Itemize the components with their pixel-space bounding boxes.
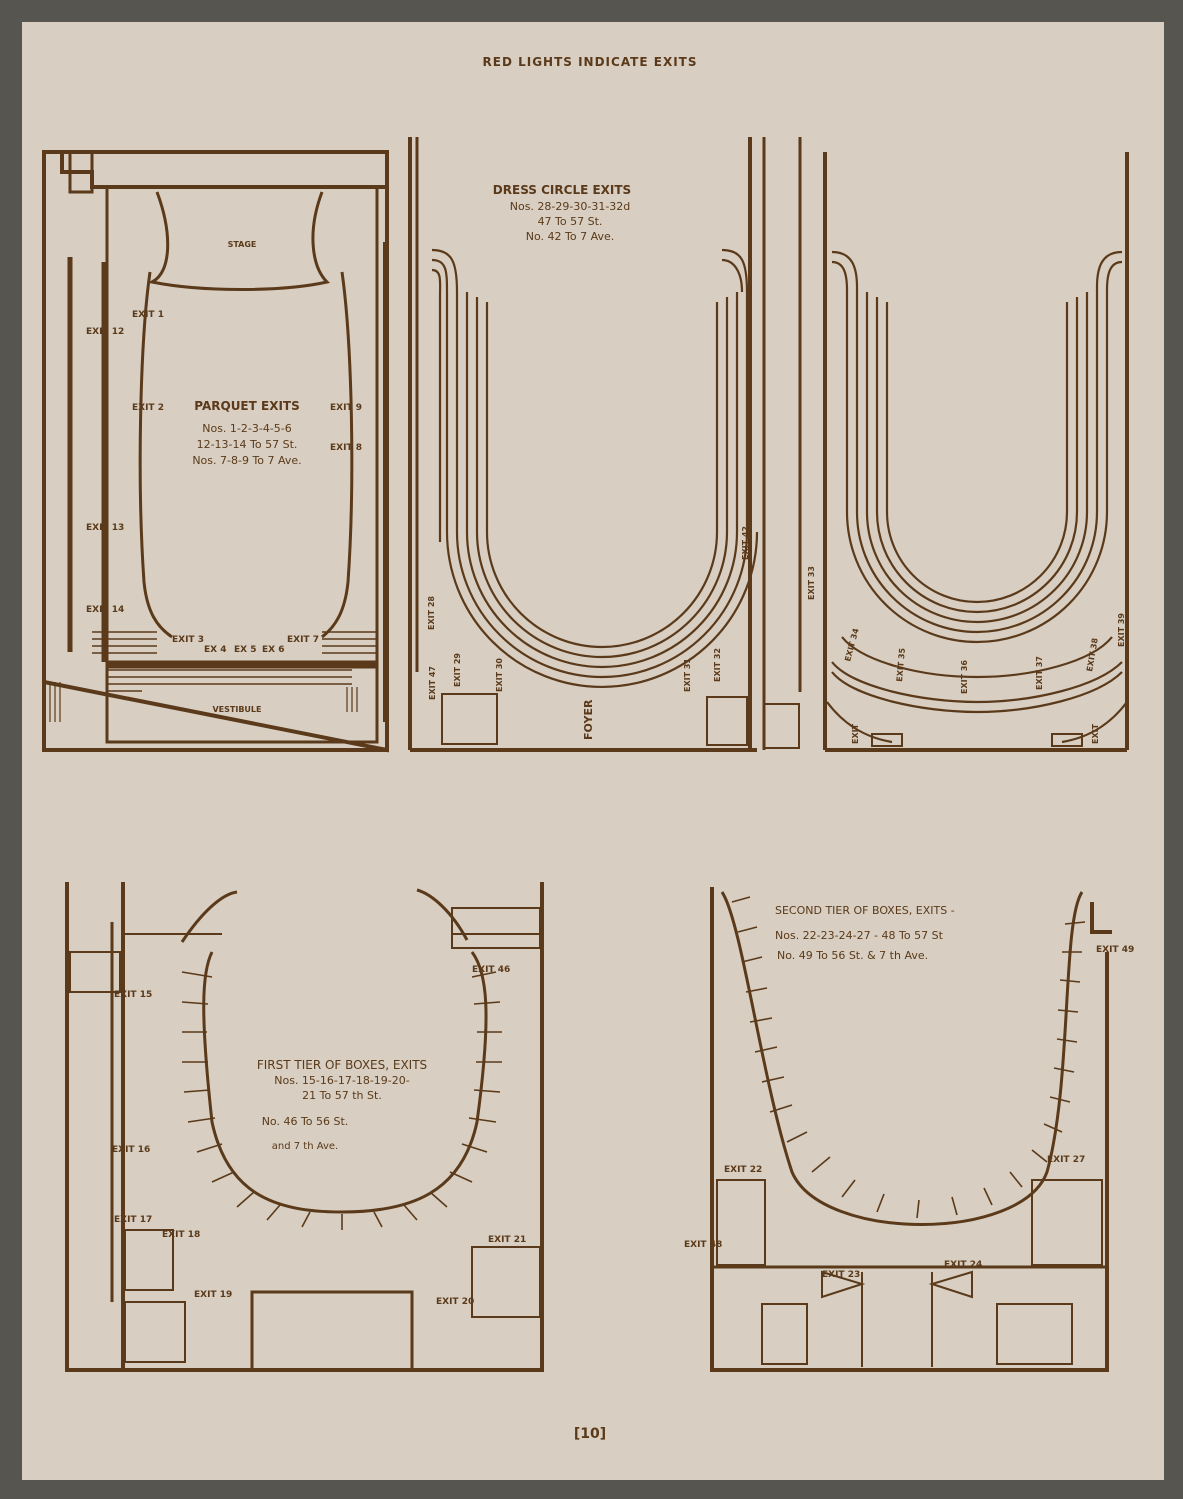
program-page: RED LIGHTS INDICATE EXITS STAGE VESTIB [22,22,1164,1480]
first-tier-title: FIRST TIER OF BOXES, EXITS [257,1058,427,1072]
exit-label: EXIT 38 [1085,637,1100,672]
exit-label: EXIT 33 [807,566,816,600]
exit-label: EXIT 27 [1047,1155,1085,1165]
first-tier-line-1: Nos. 15-16-17-18-19-20- [274,1074,410,1087]
second-tier-title: SECOND TIER OF BOXES, EXITS - [775,904,955,917]
exit-label: EXIT 19 [194,1290,232,1300]
exit-label: EX 6 [262,645,284,655]
exit-label: EXIT 46 [472,965,510,975]
exit-label: EXIT 28 [427,596,436,630]
exit-label: EXIT 3 [172,635,204,645]
exit-label: EXIT 13 [86,523,124,533]
stair-block [451,907,541,949]
first-tier-line-3: No. 46 To 56 St. [262,1115,349,1128]
parquet-line-2: 12-13-14 To 57 St. [197,438,298,451]
parquet-line-3: Nos. 7-8-9 To 7 Ave. [192,454,301,467]
lobby-block [250,1290,414,1372]
exit-label: EXIT 7 [287,635,319,645]
vestibule-area [105,665,379,744]
exit-label: EX 5 [234,645,256,655]
exit-label: EXIT 30 [495,658,504,692]
exit-label: EXIT 1 [132,310,164,320]
exit-label: EXIT 18 [162,1230,200,1240]
stair-block [69,951,121,993]
dress-circle-line-1: Nos. 28-29-30-31-32d [510,200,631,213]
stair-block [871,733,903,747]
exit-label: EXIT 48 [684,1240,722,1250]
exit-label: EXIT 37 [1035,656,1044,690]
floor-plans: RED LIGHTS INDICATE EXITS STAGE VESTIB [42,55,1134,1442]
exit-label: EXIT 32 [713,648,722,682]
first-tier-line-4: and 7 th Ave. [272,1141,338,1152]
exit-label: EXIT [851,723,860,744]
parquet-title: PARQUET EXITS [194,399,299,413]
exit-label: EXIT 47 [428,666,437,700]
exit-label: EXIT 23 [822,1270,860,1280]
page-number: [10] [574,1426,606,1442]
stair-block [68,150,94,194]
exit-label: EXIT 29 [453,653,462,687]
exit-label: EXIT 2 [132,403,164,413]
exit-label: EXIT 39 [1117,613,1126,647]
exit-label: EXIT 16 [112,1145,150,1155]
exit-label: EXIT 22 [724,1165,762,1175]
stage-label: STAGE [228,240,257,249]
vestibule-label: VESTIBULE [212,705,261,714]
stair-block [471,1246,541,1318]
box-ring [202,951,488,1214]
stage-outline [147,191,330,291]
header-text: RED LIGHTS INDICATE EXITS [483,55,698,69]
dress-circle-line-3: No. 42 To 7 Ave. [526,230,614,243]
dress-circle-line-2: 47 To 57 St. [538,215,603,228]
parquet-plan: STAGE VESTIBULE PARQUET EXITS Nos. 1-2-3… [42,150,389,753]
second-tier-plan: SECOND TIER OF BOXES, EXITS - Nos. 22-23… [684,887,1134,1372]
stair-block [441,693,498,745]
box-ring [720,891,1084,1226]
exit-label: EXIT 12 [86,327,124,337]
stair-block [996,1303,1073,1365]
stair-block [1031,1179,1103,1266]
exit-label: EXIT 34 [843,627,861,663]
parquet-line-1: Nos. 1-2-3-4-5-6 [202,422,292,435]
exit-label: EXIT 20 [436,1297,474,1307]
exit-label: EXIT 36 [960,660,969,694]
exit-label: EXIT 15 [114,990,152,1000]
exit-label: EX 4 [204,645,226,655]
first-tier-plan: FIRST TIER OF BOXES, EXITS Nos. 15-16-17… [65,882,544,1372]
auditorium-outline [138,271,354,639]
stair-block [124,1229,174,1291]
balcony-plan: EXIT 33 EXIT 34 EXIT 35 EXIT 36 EXIT 37 … [762,137,1129,752]
stair-block [761,1303,808,1365]
exit-label: EXIT 8 [330,443,362,453]
dress-circle-title: DRESS CIRCLE EXITS [493,183,631,197]
exit-label: EXIT 42 [741,526,750,560]
exit-label: EXIT 49 [1096,945,1134,955]
exit-label: EXIT [1091,723,1100,744]
exit-label: EXIT 24 [944,1260,982,1270]
exit-label: EXIT 14 [86,605,124,615]
exit-label: EXIT 17 [114,1215,152,1225]
stair-block [716,1179,766,1266]
second-tier-line-2: No. 49 To 56 St. & 7 th Ave. [777,949,928,962]
first-tier-line-2: 21 To 57 th St. [302,1089,382,1102]
foyer-label: FOYER [582,699,595,740]
stair-block [763,703,800,749]
stair-block [706,696,748,746]
second-tier-line-1: Nos. 22-23-24-27 - 48 To 57 St [775,929,944,942]
stair-block [124,1301,186,1363]
dress-circle-plan: DRESS CIRCLE EXITS Nos. 28-29-30-31-32d … [408,137,759,752]
exit-label: EXIT 9 [330,403,362,413]
exit-label: EXIT 35 [895,647,907,682]
exit-label: EXIT 21 [488,1235,526,1245]
exit-label: EXIT 31 [683,658,692,692]
stair-block [1051,733,1083,747]
